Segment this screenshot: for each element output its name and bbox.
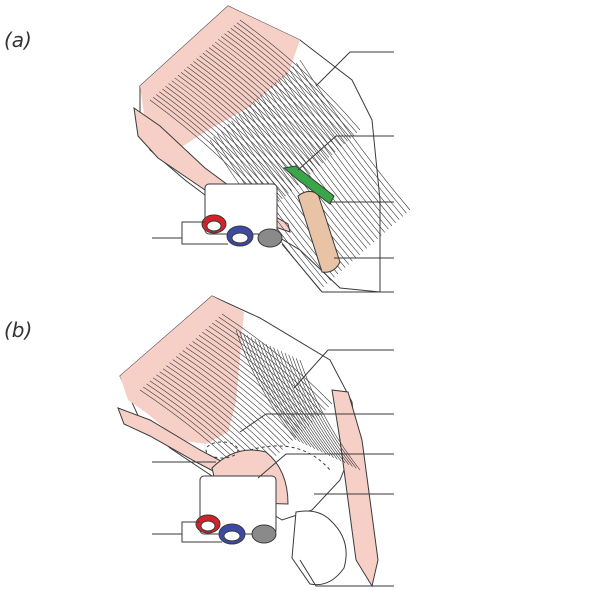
muscle-fiber-line	[280, 351, 342, 462]
muscle-fiber-line	[278, 79, 389, 230]
panel-a-spermatic-cord	[297, 190, 341, 273]
muscle-fiber-line	[171, 80, 292, 191]
panel-b-muscle-pink	[120, 296, 244, 444]
muscle-fiber-line	[243, 333, 304, 444]
muscle-fiber-line	[185, 347, 297, 438]
muscle-fiber-line	[239, 331, 301, 442]
panel-b-rectus-strip	[331, 389, 379, 588]
muscle-fiber-line	[245, 107, 357, 259]
muscle-fiber-line	[175, 356, 287, 447]
muscle-fiber-line	[262, 342, 323, 453]
muscle-fiber-line	[274, 82, 386, 233]
muscle-fiber-line	[218, 316, 329, 408]
panel-a-vein-lumen	[231, 232, 249, 244]
panel-b-lymph-icon	[251, 524, 277, 544]
muscle-fiber-line	[250, 336, 312, 448]
muscle-fiber-line	[236, 22, 358, 133]
muscle-fiber-line	[292, 66, 404, 217]
muscle-fiber-line	[198, 335, 310, 426]
muscle-fiber-line	[221, 313, 333, 405]
muscle-fiber-line	[260, 95, 371, 246]
muscle-fiber-line	[239, 19, 361, 131]
muscle-fiber-line	[263, 91, 375, 243]
panel-a-artery-lumen	[206, 220, 222, 232]
panel-a-lymph-icon	[257, 228, 283, 248]
muscle-fiber-line	[215, 319, 326, 411]
muscle-fiber-line	[273, 347, 334, 458]
panel-a	[133, 5, 411, 293]
muscle-fiber-line	[193, 61, 314, 172]
muscle-fiber-line	[288, 354, 349, 465]
panel-a-nerve	[282, 165, 335, 205]
muscle-fiber-line	[292, 356, 353, 467]
panel-b-spermatic-cord	[291, 510, 347, 586]
panel-b	[117, 295, 394, 588]
muscle-fiber-line	[284, 352, 346, 464]
muscle-fiber-line	[202, 331, 313, 423]
muscle-fiber-line	[169, 362, 280, 453]
muscle-fiber-line	[208, 325, 320, 417]
muscle-fiber-line	[256, 98, 368, 249]
muscle-fiber-line	[285, 72, 396, 223]
muscle-fiber-line	[277, 349, 338, 460]
muscle-fiber-line	[221, 36, 342, 147]
panel-b-label: (b)	[4, 318, 33, 342]
muscle-fiber-line	[235, 329, 297, 441]
panel-b-vein-lumen	[223, 530, 241, 542]
panel-b-dashed-ring-upper	[205, 441, 239, 459]
muscle-fiber-line	[242, 111, 353, 262]
muscle-fiber-line	[265, 344, 327, 455]
muscle-fiber-line	[179, 353, 290, 444]
muscle-fiber-line	[296, 63, 407, 214]
panel-a-muscle-pink	[140, 6, 300, 150]
muscle-fiber-line	[230, 28, 351, 139]
muscle-fiber-line	[270, 85, 382, 236]
muscle-fiber-line	[258, 340, 319, 451]
muscle-fiber-line	[174, 77, 296, 189]
muscle-fiber-line	[267, 88, 378, 239]
muscle-fiber-line	[162, 368, 274, 459]
muscle-fiber-line	[199, 55, 320, 167]
muscle-fiber-line	[295, 358, 357, 469]
muscle-fiber-line	[247, 335, 308, 446]
panel-a-label: (a)	[4, 28, 32, 52]
muscle-fiber-line	[196, 58, 317, 169]
muscle-fiber-line	[168, 83, 289, 194]
muscle-fiber-line	[165, 85, 286, 197]
muscle-fiber-line	[218, 39, 339, 150]
panel-b-leaders	[152, 349, 394, 587]
panel-b-artery-lumen	[200, 520, 216, 532]
muscle-fiber-line	[254, 338, 316, 450]
muscle-fiber-line	[172, 359, 284, 450]
muscle-fiber-line	[208, 47, 330, 158]
muscle-fiber-line	[224, 33, 345, 144]
panel-b-dashed-arc	[249, 445, 331, 471]
panel-b-fibers	[139, 313, 361, 481]
muscle-fiber-line	[177, 74, 299, 186]
panel-a-leaders	[152, 51, 394, 293]
muscle-fiber-line	[214, 41, 336, 153]
muscle-fiber-line	[187, 66, 308, 178]
muscle-fiber-line	[166, 365, 277, 456]
panel-a-inguinal-band	[133, 106, 291, 233]
muscle-fiber-line	[269, 345, 331, 457]
muscle-fiber-line	[205, 328, 316, 420]
muscle-fiber-line	[281, 75, 393, 227]
muscle-fiber-line	[205, 50, 327, 161]
muscle-fiber-line	[189, 344, 300, 435]
muscle-fiber-line	[182, 350, 293, 441]
muscle-fiber-line	[299, 359, 361, 471]
